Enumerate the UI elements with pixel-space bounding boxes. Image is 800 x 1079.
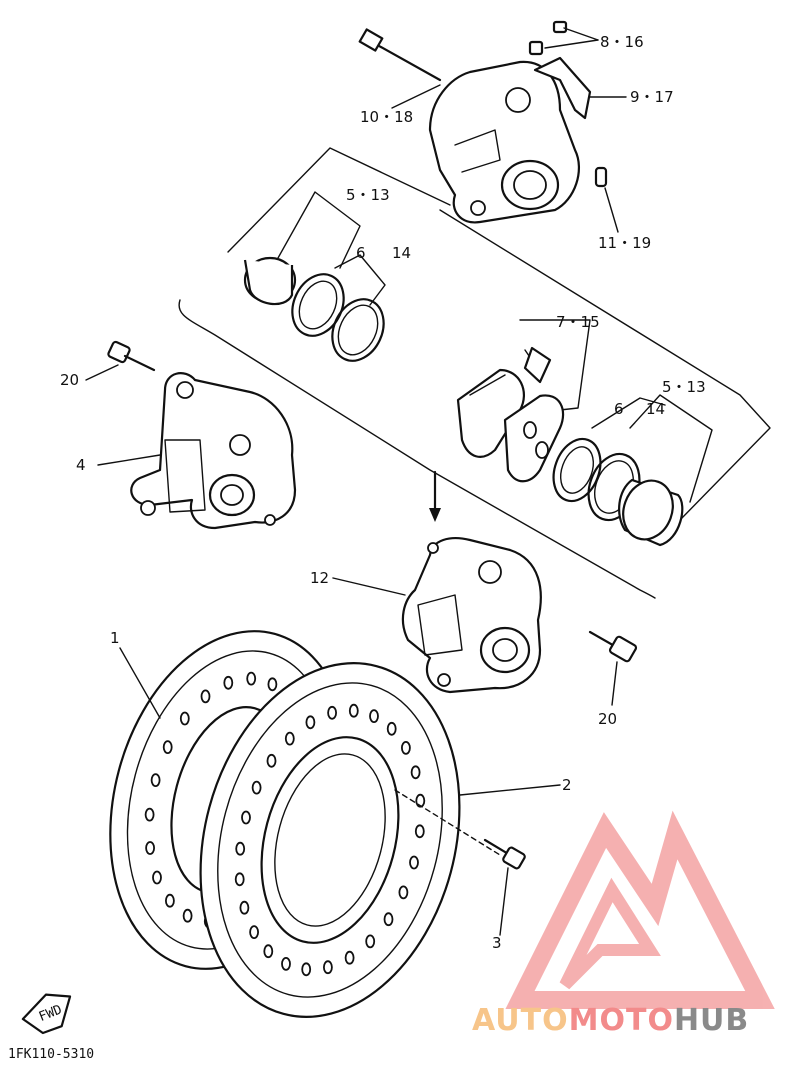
left-caliper-4 bbox=[130, 372, 297, 530]
upper-piston-seal-group bbox=[243, 191, 386, 362]
bolt-20-right-icon bbox=[588, 630, 638, 663]
disc-drill-hole bbox=[398, 885, 409, 900]
assembly-arrow-icon bbox=[429, 470, 441, 522]
bolt-10-icon bbox=[358, 28, 442, 82]
leader-lines bbox=[85, 27, 627, 936]
callout-4: 4 bbox=[76, 456, 86, 474]
callout-20-left: 20 bbox=[60, 371, 79, 389]
callout-labels: 8・16 9・17 10・18 11・19 5・13 6 14 20 4 7・1… bbox=[60, 33, 706, 952]
disc-drill-hole bbox=[344, 950, 355, 965]
disc-drill-hole bbox=[409, 855, 419, 870]
disc-drill-hole bbox=[284, 731, 295, 746]
callout-12: 12 bbox=[310, 569, 329, 587]
disc-drill-hole bbox=[369, 709, 379, 723]
disc-drill-hole bbox=[162, 740, 173, 754]
disc-drill-hole bbox=[179, 711, 190, 726]
callout-5-13-top: 5・13 bbox=[346, 186, 390, 204]
disc-drill-hole bbox=[145, 841, 156, 855]
right-caliper-12 bbox=[401, 537, 542, 694]
disc-drill-hole bbox=[144, 807, 155, 822]
callout-5-13-right: 5・13 bbox=[662, 378, 706, 396]
upper-caliper-assembly bbox=[358, 20, 608, 224]
brake-disc-2 bbox=[199, 662, 461, 1018]
disc-drill-hole bbox=[152, 870, 162, 885]
callout-10-18: 10・18 bbox=[360, 108, 413, 126]
watermark-text: AUTOMOTOHUB bbox=[472, 1003, 749, 1038]
disc-drill-hole bbox=[322, 960, 333, 975]
callout-1: 1 bbox=[110, 629, 120, 647]
callout-14-right: 14 bbox=[646, 400, 665, 418]
disc-drill-hole bbox=[267, 677, 278, 692]
watermark-auto: AUTO bbox=[472, 1003, 569, 1038]
watermark-hub: HUB bbox=[674, 1003, 749, 1038]
callout-9-17: 9・17 bbox=[630, 88, 674, 106]
disc-drill-hole bbox=[305, 715, 316, 730]
fwd-arrow-icon: FWD bbox=[21, 993, 72, 1035]
pin-icon bbox=[594, 166, 608, 188]
disc-bolt-3-icon bbox=[483, 838, 526, 870]
disc-drill-hole bbox=[200, 689, 211, 704]
disc-drill-hole bbox=[182, 908, 193, 923]
disc-drill-hole bbox=[383, 912, 394, 927]
pad-clip-icon bbox=[523, 346, 552, 384]
disc-drill-hole bbox=[266, 753, 277, 768]
disc-drill-hole bbox=[386, 721, 397, 736]
disc-drill-hole bbox=[239, 900, 250, 915]
disc-drill-hole bbox=[249, 925, 260, 939]
watermark-moto: MOTO bbox=[569, 1003, 674, 1038]
pad-spring-icon bbox=[533, 56, 592, 120]
disc-drill-hole bbox=[348, 703, 359, 718]
callout-11-19: 11・19 bbox=[598, 234, 651, 252]
callout-6-top: 6 bbox=[356, 244, 366, 262]
disc-drill-hole bbox=[251, 780, 262, 795]
callout-14-top: 14 bbox=[392, 244, 411, 262]
disc-drill-hole bbox=[241, 810, 251, 825]
disc-drill-hole bbox=[327, 705, 338, 720]
disc-drill-hole bbox=[414, 824, 425, 839]
callout-2: 2 bbox=[562, 776, 572, 794]
disc-drill-hole bbox=[301, 962, 312, 977]
disc-drill-hole bbox=[410, 765, 421, 780]
callout-3: 3 bbox=[492, 934, 502, 952]
disc-drill-hole bbox=[164, 893, 175, 908]
disc-drill-hole bbox=[246, 671, 257, 686]
pad-kit-group bbox=[456, 319, 713, 547]
callout-7-15: 7・15 bbox=[556, 313, 600, 331]
callout-20-right: 20 bbox=[598, 710, 617, 728]
callout-8-16: 8・16 bbox=[600, 33, 644, 51]
disc-drill-hole bbox=[263, 944, 274, 959]
diagram-code: 1FK110-5310 bbox=[8, 1047, 94, 1062]
callout-6-right: 6 bbox=[614, 400, 624, 418]
watermark-logo-icon bbox=[505, 810, 775, 1009]
disc-drill-hole bbox=[234, 872, 245, 887]
bleed-screw-icon bbox=[528, 20, 568, 56]
disc-drill-hole bbox=[281, 957, 291, 971]
disc-drill-hole bbox=[150, 773, 161, 787]
bolt-20-left-icon bbox=[107, 340, 156, 372]
disc-drill-hole bbox=[365, 934, 376, 949]
disc-drill-hole bbox=[223, 675, 234, 690]
disc-drill-hole bbox=[400, 741, 411, 755]
disc-drill-hole bbox=[235, 841, 246, 856]
